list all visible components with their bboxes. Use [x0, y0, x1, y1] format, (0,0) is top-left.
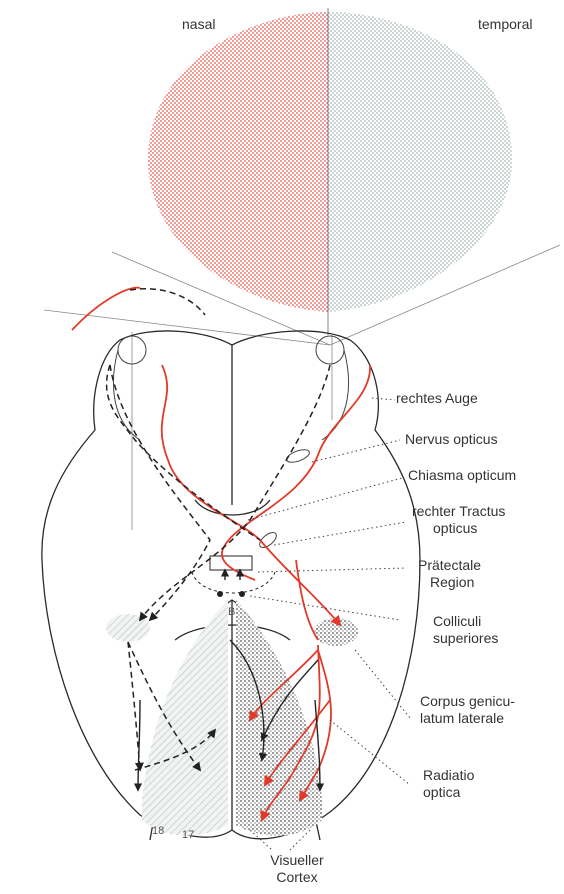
radiation-label-1: Radiatio — [423, 767, 474, 784]
pretectal-label-2: Region — [430, 574, 474, 591]
temporal-label: temporal — [478, 16, 532, 33]
right-visual-cortex — [236, 600, 322, 836]
nasal-label: nasal — [182, 16, 215, 33]
colliculi-label-1: Colliculi — [433, 613, 481, 630]
pretectal-label-1: Prätectale — [418, 557, 481, 574]
cortex-label-1: Visueller — [262, 852, 332, 869]
optic-nerve-label: Nervus opticus — [405, 431, 498, 448]
brain-outline — [42, 331, 420, 840]
visual-field — [148, 8, 512, 335]
left-visual-cortex — [142, 600, 228, 836]
pretectal-region — [192, 556, 275, 597]
lgn-label-1: Corpus genicu- — [420, 693, 515, 710]
colliculi-label-2: superiores — [433, 630, 498, 647]
lgn-label-2: latum laterale — [420, 710, 504, 727]
chiasm-label: Chiasma opticum — [408, 467, 516, 484]
cortex-label-2: Cortex — [262, 869, 332, 886]
right-tract-label-2: opticus — [433, 520, 477, 537]
marker-b-label: B — [228, 604, 235, 621]
left-lgn — [106, 614, 150, 642]
right-tract-label-1: rechter Tractus — [412, 503, 505, 520]
radiation-label-2: optica — [423, 784, 460, 801]
right-lgn — [314, 618, 358, 646]
temporal-field-half — [328, 12, 512, 312]
right-eye-label: rechtes Auge — [396, 390, 478, 407]
left-eye — [113, 336, 146, 440]
nasal-field-half — [148, 12, 328, 312]
area-18-label: 18 — [152, 823, 164, 840]
area-17-label: 17 — [182, 827, 194, 844]
